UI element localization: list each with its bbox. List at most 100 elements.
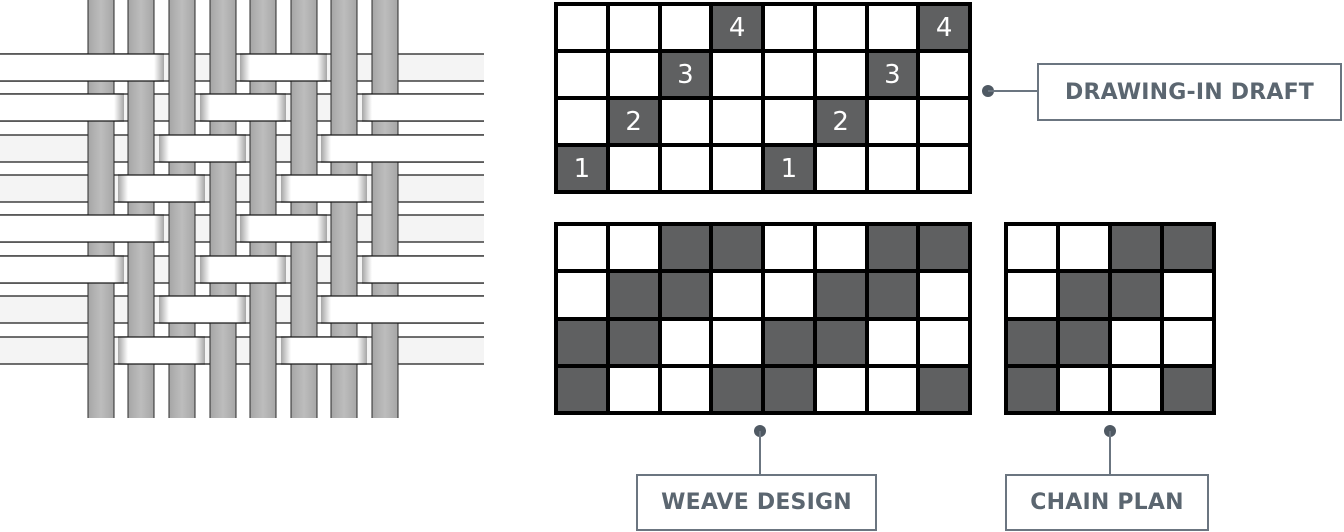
weft-float [200, 94, 286, 121]
chain-empty-cell [1164, 273, 1212, 317]
weave-filled-cell [765, 367, 813, 411]
chain-empty-cell [1008, 273, 1056, 317]
weft-shadow [317, 215, 327, 242]
weave-empty-cell [765, 226, 813, 270]
draft-cell: 3 [868, 53, 917, 96]
weft-shadow [154, 54, 164, 81]
weft-float [281, 337, 367, 364]
weft-shadow [276, 256, 286, 283]
weave-empty-cell [816, 226, 865, 270]
draft-cell [661, 147, 710, 190]
weft-shadow [118, 337, 128, 364]
weft-float [0, 54, 164, 81]
weft-shadow [317, 54, 327, 81]
weft-float [321, 296, 484, 323]
weft-shadow [200, 256, 210, 283]
weave-empty-cell [920, 273, 968, 317]
chain-empty-cell [1060, 226, 1108, 270]
weave-connector-line [759, 431, 761, 475]
weft-shadow [118, 175, 128, 202]
weave-filled-cell [868, 273, 917, 317]
weft-shadow [281, 175, 291, 202]
chain-filled-cell [1164, 226, 1212, 270]
draft-cell [868, 100, 917, 143]
weave-filled-cell [713, 367, 761, 411]
weave-empty-cell [920, 320, 968, 364]
chain-filled-cell [1060, 320, 1108, 364]
draft-cell: 3 [661, 53, 710, 96]
weft-shadow [362, 256, 372, 283]
draft-cell [920, 100, 968, 143]
draft-cell [713, 147, 761, 190]
weft-shadow [240, 54, 250, 81]
weave-filled-cell [765, 320, 813, 364]
draft-cell: 1 [558, 147, 606, 190]
weft-float [281, 175, 367, 202]
weave-empty-cell [661, 320, 710, 364]
draft-cell [713, 53, 761, 96]
warp-thread [372, 0, 398, 418]
weave-filled-cell [558, 367, 606, 411]
weft-float [0, 256, 124, 283]
weft-shadow [357, 337, 367, 364]
draft-cell [609, 53, 658, 96]
draft-cell [868, 147, 917, 190]
chain-empty-cell [1060, 367, 1108, 411]
weft-float [159, 296, 246, 323]
weft-shadow [321, 296, 331, 323]
weft-shadow [236, 135, 246, 162]
weft-thread-under [0, 175, 484, 202]
weave-filled-cell [661, 226, 710, 270]
weave-filled-cell [816, 273, 865, 317]
weave-empty-cell [609, 367, 658, 411]
chain-empty-cell [1112, 367, 1160, 411]
weft-shadow [240, 215, 250, 242]
weft-shadow [195, 337, 205, 364]
weft-float [0, 94, 124, 121]
weft-shadow [236, 296, 246, 323]
chain-filled-cell [1060, 273, 1108, 317]
draft-cell [765, 53, 813, 96]
weave-filled-cell [661, 273, 710, 317]
chain-filled-cell [1112, 226, 1160, 270]
weft-float [321, 135, 484, 162]
weft-shadow [114, 94, 124, 121]
draft-cell [558, 6, 606, 49]
weave-empty-cell [713, 273, 761, 317]
weave-over-layer [0, 53, 484, 365]
chain-filled-cell [1112, 273, 1160, 317]
weave-design-grid [554, 222, 972, 415]
draft-cell [868, 6, 917, 49]
chain-empty-cell [1112, 320, 1160, 364]
weave-empty-cell [868, 367, 917, 411]
weft-float [240, 54, 327, 81]
weft-float [200, 256, 286, 283]
weft-float [362, 94, 484, 121]
weave-filled-cell [558, 320, 606, 364]
weft-shadow [281, 337, 291, 364]
weave-empty-cell [558, 226, 606, 270]
weave-empty-cell [609, 226, 658, 270]
draft-cell [920, 53, 968, 96]
draft-cell [558, 53, 606, 96]
draft-cell [661, 100, 710, 143]
weft-shadow [357, 175, 367, 202]
weave-empty-cell [713, 320, 761, 364]
weave-empty-cell [558, 273, 606, 317]
draft-cell: 4 [713, 6, 761, 49]
draft-cell: 4 [920, 6, 968, 49]
weft-float [118, 337, 205, 364]
draft-cell [920, 147, 968, 190]
weave-empty-cell [816, 367, 865, 411]
weave-filled-cell [868, 226, 917, 270]
weave-empty-cell [868, 320, 917, 364]
chain-empty-cell [1164, 320, 1212, 364]
draft-cell [609, 6, 658, 49]
draft-cell [816, 147, 865, 190]
weft-float [362, 256, 484, 283]
draft-cell [558, 100, 606, 143]
warp-thread [210, 0, 236, 418]
weft-float [0, 215, 164, 242]
weft-float [159, 135, 246, 162]
